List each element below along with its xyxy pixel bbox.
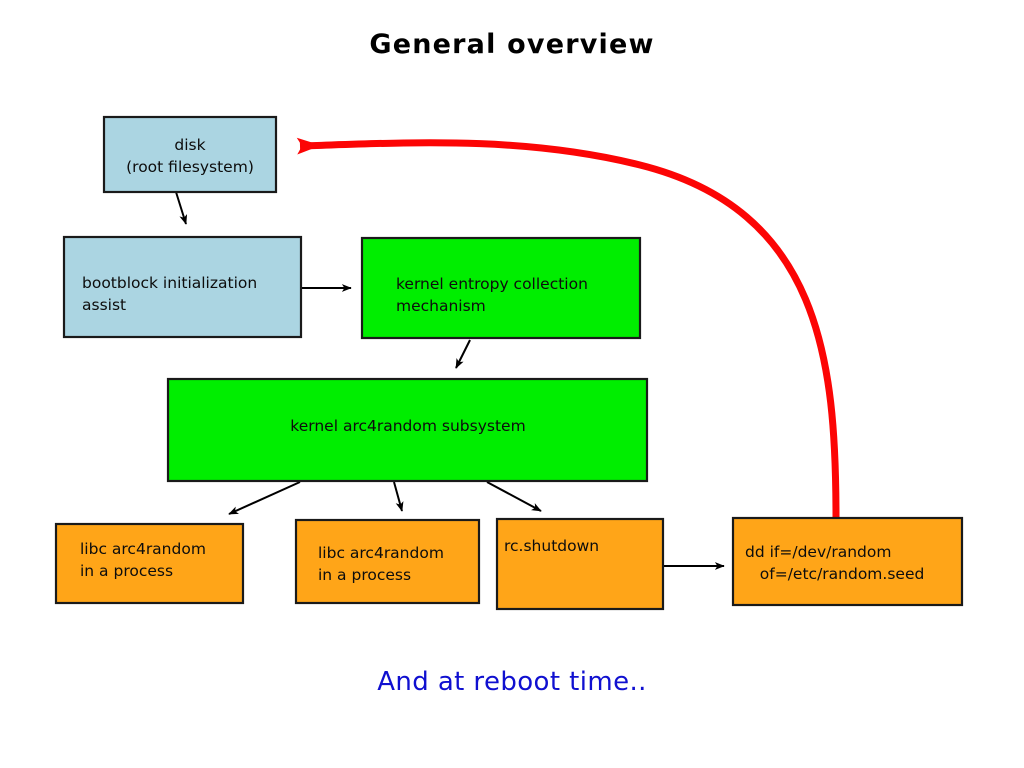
node-ddseed-label-line1: dd if=/dev/random: [745, 543, 891, 561]
node-libc2-label-line2: in a process: [318, 566, 411, 584]
node-libc1[interactable]: libc arc4random in a process: [54, 522, 245, 605]
node-libc1-label-line1: libc arc4random: [80, 540, 206, 558]
node-entropy-label-line2: mechanism: [396, 297, 486, 315]
node-entropy[interactable]: kernel entropy collection mechanism: [360, 236, 642, 340]
node-libc1-box[interactable]: [54, 522, 245, 605]
node-rcshutdown-label: rc.shutdown: [504, 537, 599, 555]
node-ddseed[interactable]: dd if=/dev/random of=/etc/random.seed: [731, 516, 964, 607]
edge-disk-to-bootblock: [175, 191, 188, 225]
node-arc4random-box[interactable]: [166, 377, 649, 483]
node-ddseed-box[interactable]: [731, 516, 964, 607]
node-disk-label-line2: (root filesystem): [126, 158, 254, 176]
node-disk-label-line1: disk: [174, 136, 205, 154]
node-ddseed-label-line2: of=/etc/random.seed: [745, 565, 924, 583]
edge-entropy-to-arc4random: [455, 339, 471, 369]
node-entropy-label-line1: kernel entropy collection: [396, 275, 588, 293]
edge-arc4random-to-libc2: [393, 481, 404, 512]
edge-arc4random-to-rcshutdown: [486, 481, 542, 512]
edge-ddseed-to-disk: [296, 137, 840, 519]
node-rcshutdown-box[interactable]: [495, 517, 665, 611]
node-bootblock-box[interactable]: [62, 235, 303, 339]
node-disk[interactable]: disk (root filesystem): [102, 115, 278, 194]
node-arc4random[interactable]: kernel arc4random subsystem: [166, 377, 649, 483]
node-bootblock-label-line2: assist: [82, 296, 126, 314]
node-libc2[interactable]: libc arc4random in a process: [294, 518, 481, 605]
node-entropy-box[interactable]: [360, 236, 642, 340]
slide-caption: And at reboot time..: [377, 667, 647, 697]
node-rcshutdown[interactable]: rc.shutdown: [495, 517, 665, 611]
node-bootblock-label-line1: bootblock initialization: [82, 274, 257, 292]
node-arc4random-label: kernel arc4random subsystem: [290, 417, 525, 435]
node-disk-box[interactable]: [102, 115, 278, 194]
node-libc2-label-line1: libc arc4random: [318, 544, 444, 562]
node-bootblock[interactable]: bootblock initialization assist: [62, 235, 303, 339]
page-title: General overview: [369, 29, 654, 60]
node-libc2-box[interactable]: [294, 518, 481, 605]
node-libc1-label-line2: in a process: [80, 562, 173, 580]
edge-arc4random-to-libc1: [228, 481, 301, 515]
